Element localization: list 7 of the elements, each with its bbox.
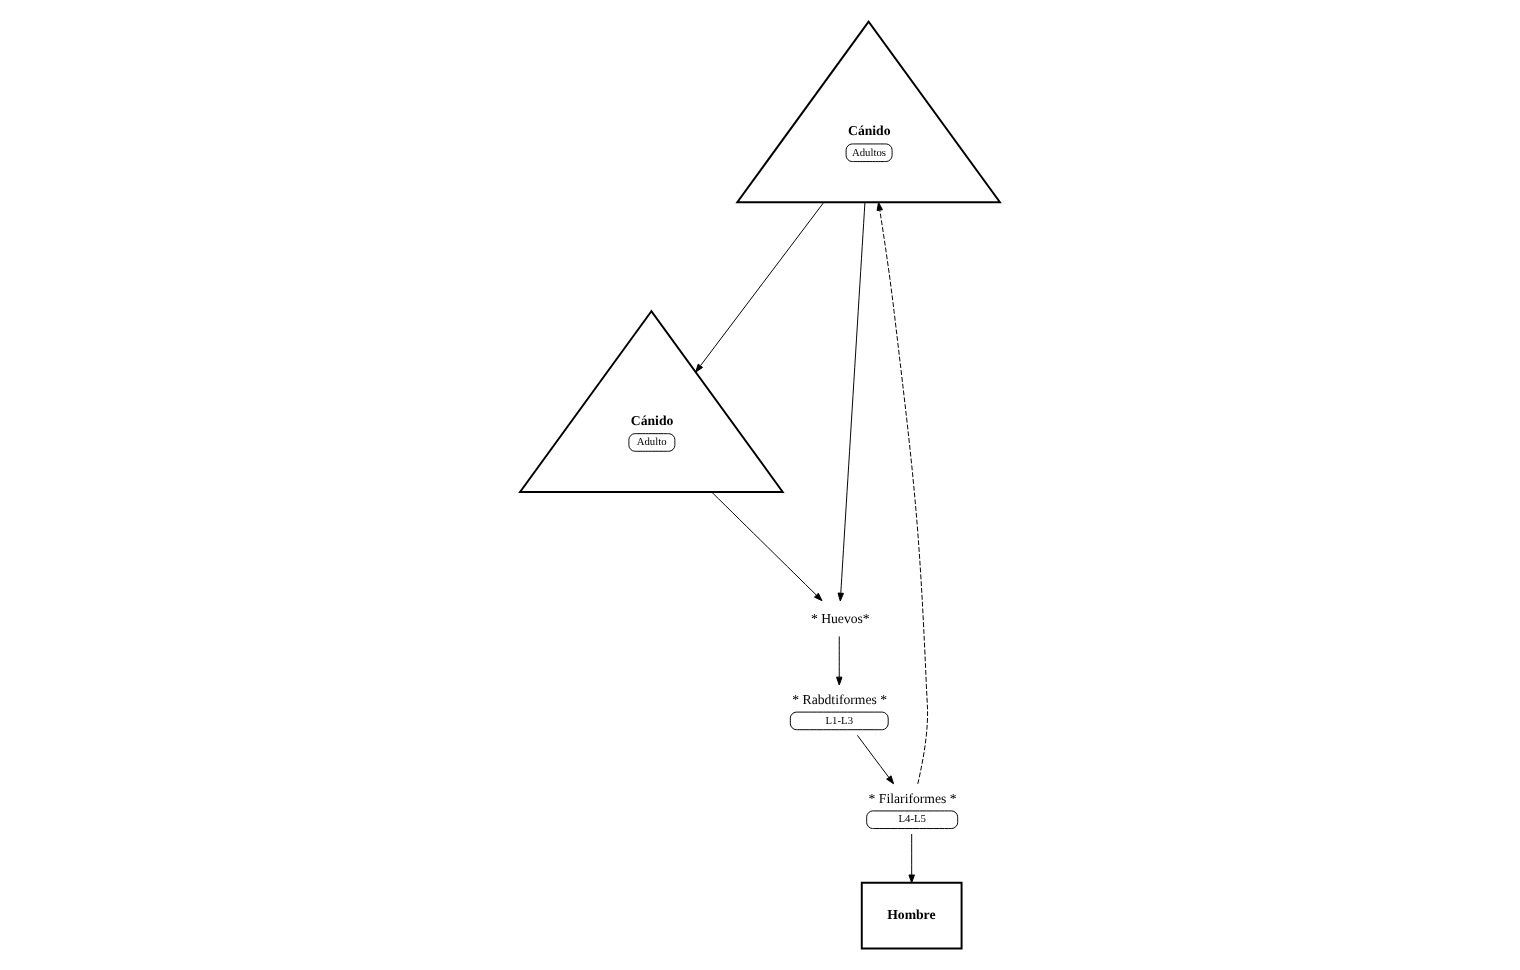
arrow <box>695 201 825 373</box>
arrow <box>876 201 929 785</box>
arrow <box>837 202 866 602</box>
arrow <box>908 833 915 884</box>
arrow <box>836 635 843 686</box>
arrow <box>856 734 895 785</box>
arrow <box>711 491 823 602</box>
